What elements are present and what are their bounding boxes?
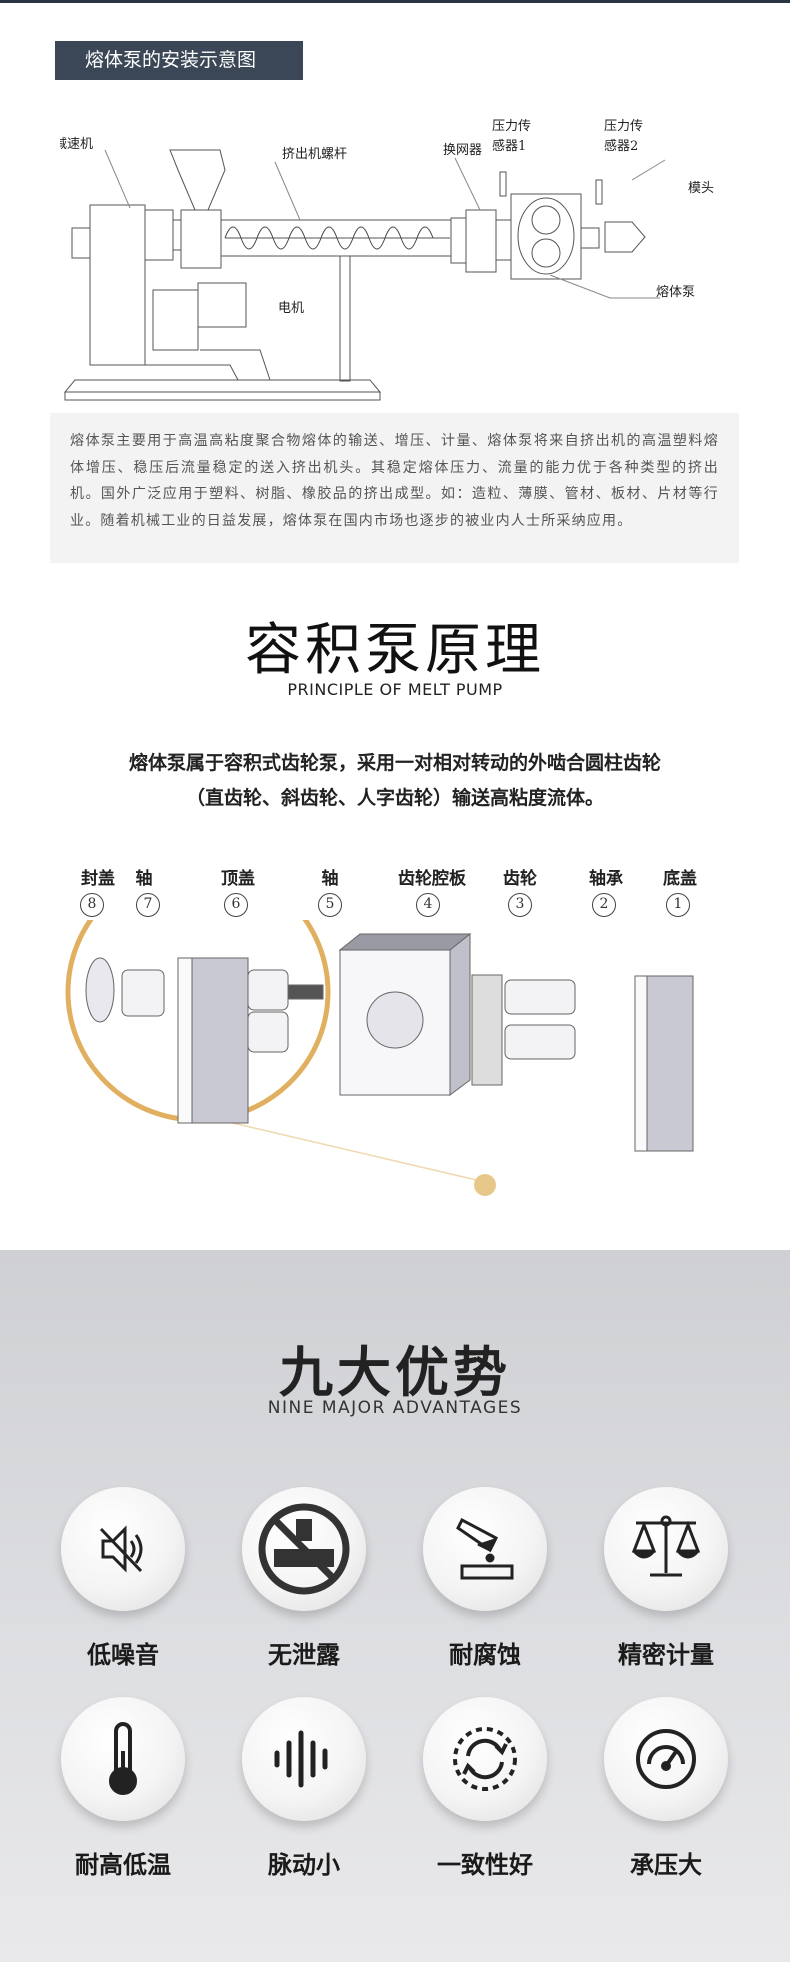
svg-text:感器2: 感器2 <box>604 138 638 154</box>
part-label: 底盖 <box>663 869 697 889</box>
label-pump: 熔体泵 <box>656 285 695 300</box>
advantage-item: 无泄露 <box>214 1487 394 1670</box>
part-number: 4 <box>416 893 440 917</box>
part-number: 8 <box>80 893 104 917</box>
pump-exploded-diagram <box>60 861 750 1220</box>
principle-title: 容积泵原理 <box>245 618 545 683</box>
part-number: 1 <box>666 893 690 917</box>
principle-line-1: 熔体泵属于容积式齿轮泵，采用一对相对转动的外啮合圆柱齿轮 <box>128 752 661 774</box>
part-number: 3 <box>508 893 532 917</box>
top-bar <box>0 0 790 3</box>
advantage-item: 脉动小 <box>214 1697 394 1880</box>
label-die: 模头 <box>688 181 714 196</box>
label-screen-changer: 换网器 <box>443 143 482 158</box>
part-label: 顶盖 <box>221 869 255 889</box>
advantage-item: 耐腐蚀 <box>395 1487 575 1670</box>
part-label: 齿轮 <box>503 869 537 889</box>
advantage-item: 承压大 <box>576 1697 756 1880</box>
principle-line-2: （直齿轮、斜齿轮、人字齿轮）输送高粘度流体。 <box>185 787 604 809</box>
mute-speaker-icon <box>61 1487 185 1611</box>
part-label: 齿轮腔板 <box>398 869 466 889</box>
label-reducer: 减速机 <box>60 137 93 152</box>
principle-subtitle: PRINCIPLE OF MELT PUMP <box>287 680 503 699</box>
part-number: 2 <box>592 893 616 917</box>
installation-diagram: 减速机 挤出机螺杆 换网器 压力传 感器1 压力传 感器2 模头 电机 熔体泵 <box>54 110 740 405</box>
section-title-install: 熔体泵的安装示意图 <box>55 41 303 80</box>
gauge-icon <box>604 1697 728 1821</box>
thermometer-icon <box>61 1697 185 1821</box>
part-label: 封盖 <box>81 869 115 889</box>
advantage-item: 一致性好 <box>395 1697 575 1880</box>
part-label: 轴承 <box>589 869 623 889</box>
part-number: 6 <box>224 893 248 917</box>
label-motor: 电机 <box>278 301 304 316</box>
part-number: 7 <box>136 893 160 917</box>
advantage-item: 精密计量 <box>576 1487 756 1670</box>
cycle-icon <box>423 1697 547 1821</box>
pump-description: 熔体泵主要用于高温高粘度聚合物熔体的输送、增压、计量、熔体泵将来自挤出机的高温塑… <box>50 413 739 563</box>
advantage-item: 低噪音 <box>33 1487 213 1670</box>
svg-text:感器1: 感器1 <box>492 138 526 154</box>
advantages-title: 九大优势 <box>279 1341 511 1404</box>
label-sensor2: 压力传 <box>604 119 643 134</box>
no-leak-icon <box>242 1487 366 1611</box>
label-sensor1: 压力传 <box>492 119 531 134</box>
advantage-item: 耐高低温 <box>33 1697 213 1880</box>
label-screw: 挤出机螺杆 <box>282 147 347 162</box>
part-label: 轴 <box>321 869 339 889</box>
part-label: 轴 <box>135 869 153 889</box>
corrosion-icon <box>423 1487 547 1611</box>
scale-icon <box>604 1487 728 1611</box>
part-number: 5 <box>318 893 342 917</box>
pulse-icon <box>242 1697 366 1821</box>
advantages-subtitle: NINE MAJOR ADVANTAGES <box>267 1398 523 1418</box>
